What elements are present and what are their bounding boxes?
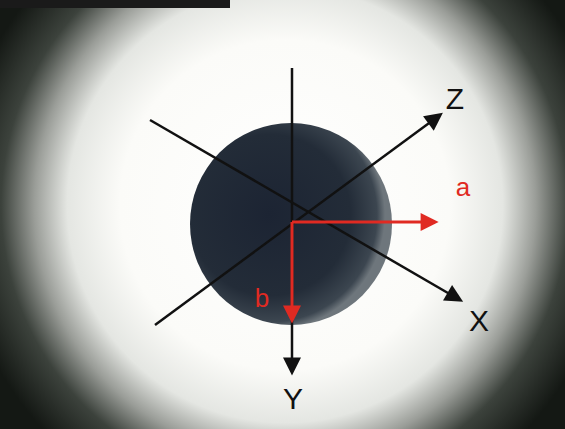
y-axis xyxy=(291,222,294,372)
image-border xyxy=(0,0,230,8)
axis-label: Z xyxy=(446,84,464,114)
axis-label: b xyxy=(255,285,269,311)
b-axis xyxy=(291,222,294,320)
axis-label: Y xyxy=(283,384,303,414)
x-axis xyxy=(150,120,460,300)
z-axis xyxy=(155,115,440,325)
axes xyxy=(150,68,460,372)
axis-label: X xyxy=(469,306,489,336)
a-axis xyxy=(292,221,435,224)
crystal-axes xyxy=(292,222,435,320)
axis-line xyxy=(291,68,294,222)
axis-label: a xyxy=(456,174,470,200)
